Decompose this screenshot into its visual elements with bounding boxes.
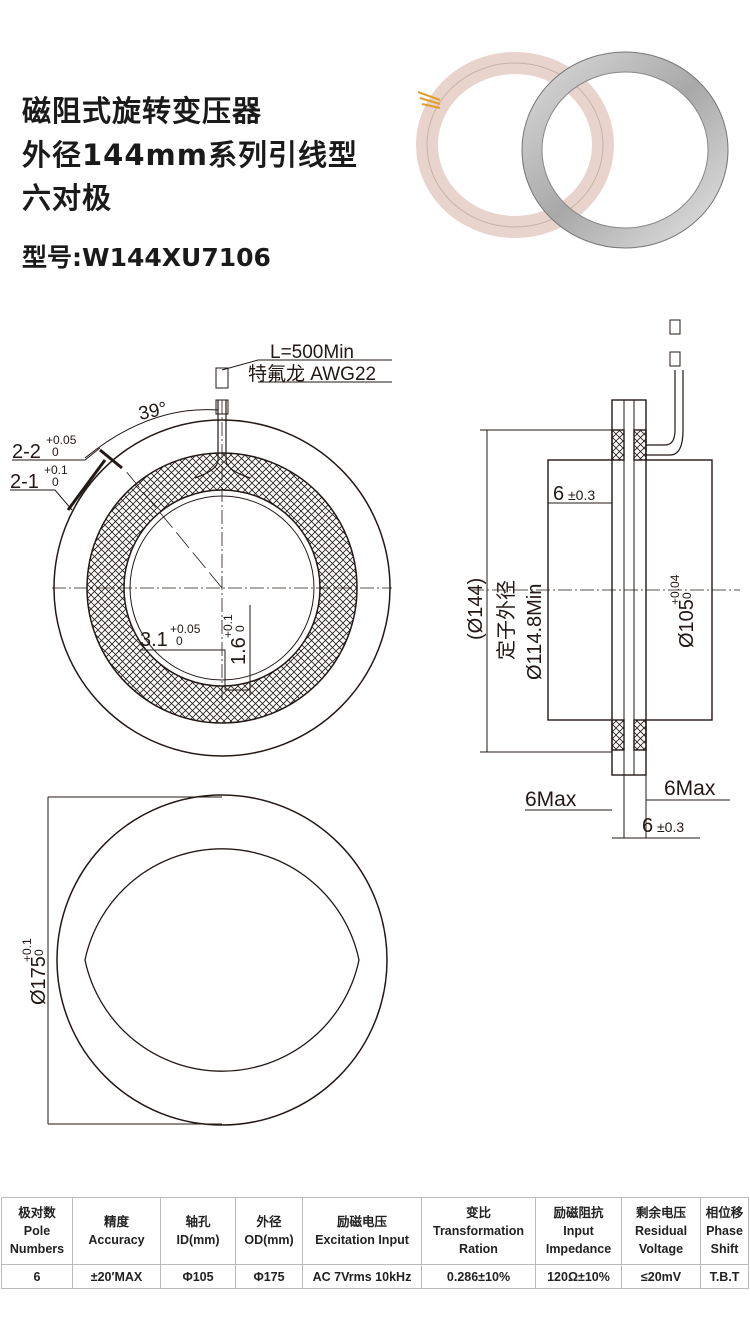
slot1-tol-lower: 0: [52, 445, 59, 459]
slot1-label: 2-2: [12, 441, 41, 463]
title-line-3: 六对极: [22, 181, 113, 215]
value-phase: T.B.T: [700, 1264, 749, 1289]
thickness-top-tol: ±0.3: [568, 487, 595, 503]
slot2-tol-upper: +0.1: [44, 463, 68, 477]
outer-diameter-label: Ø175: [28, 956, 50, 1005]
lead-length-label: L=500Min: [270, 342, 354, 363]
value-id: Φ105: [160, 1264, 236, 1289]
slot1-tol-upper: +0.05: [46, 433, 77, 447]
key-width-tol-lower: 0: [176, 634, 183, 648]
wire-spec-label: 特氟龙 AWG22: [248, 363, 376, 385]
thickness-bottom-tol: ±0.3: [657, 819, 684, 835]
value-excitation: AC 7Vrms 10kHz: [302, 1264, 422, 1289]
id-tol-upper: +0.04: [668, 574, 682, 605]
id-tol-lower: 0: [680, 592, 694, 599]
thickness-top-label: 6: [553, 483, 564, 505]
stator-od-label: (Ø144): [465, 578, 487, 640]
min-diameter-label: Ø114.8Min: [524, 584, 546, 680]
product-photo: [416, 51, 729, 249]
stator-od-caption: 定子外径: [495, 580, 518, 660]
spec-table-row: 6 ±20′MAX Φ105 Φ175 AC 7Vrms 10kHz 0.286…: [1, 1264, 749, 1289]
angle-label: 39°: [137, 398, 169, 425]
slot2-tol-lower: 0: [52, 475, 59, 489]
title-line-2: 外径144mm系列引线型: [22, 138, 358, 172]
bottom-view: [47, 794, 388, 1126]
model-number: 型号:W144XU7106: [22, 243, 271, 272]
key-depth-tol-upper: +0.1: [221, 614, 235, 638]
value-ratio: 0.286±10%: [421, 1264, 536, 1289]
value-residual: ≤20mV: [621, 1264, 701, 1289]
thickness-bottom-label: 6: [642, 815, 653, 837]
value-pole: 6: [1, 1264, 73, 1289]
front-view: [10, 359, 392, 757]
max-right-label: 6Max: [664, 777, 716, 800]
key-depth-label: 1.6: [228, 637, 250, 665]
key-width-label: 3.1: [140, 629, 168, 651]
technical-drawing: L=500Min 特氟龙 AWG22 39° 2-2 +0.05 0 2-1 +…: [10, 51, 740, 1126]
max-left-label: 6Max: [525, 788, 577, 811]
od-tol-upper: +0.1: [20, 938, 34, 962]
value-impedance: 120Ω±10%: [535, 1264, 622, 1289]
slot2-label: 2-1: [10, 471, 39, 493]
od-tol-lower: 0: [32, 949, 46, 956]
side-view: [470, 319, 740, 839]
key-depth-tol-lower: 0: [233, 625, 247, 632]
key-width-tol-upper: +0.05: [170, 622, 201, 636]
title-line-1: 磁阻式旋转变压器: [22, 94, 263, 128]
value-od: Φ175: [235, 1264, 303, 1289]
inner-diameter-label: Ø105: [676, 599, 698, 648]
value-accuracy: ±20′MAX: [72, 1264, 161, 1289]
